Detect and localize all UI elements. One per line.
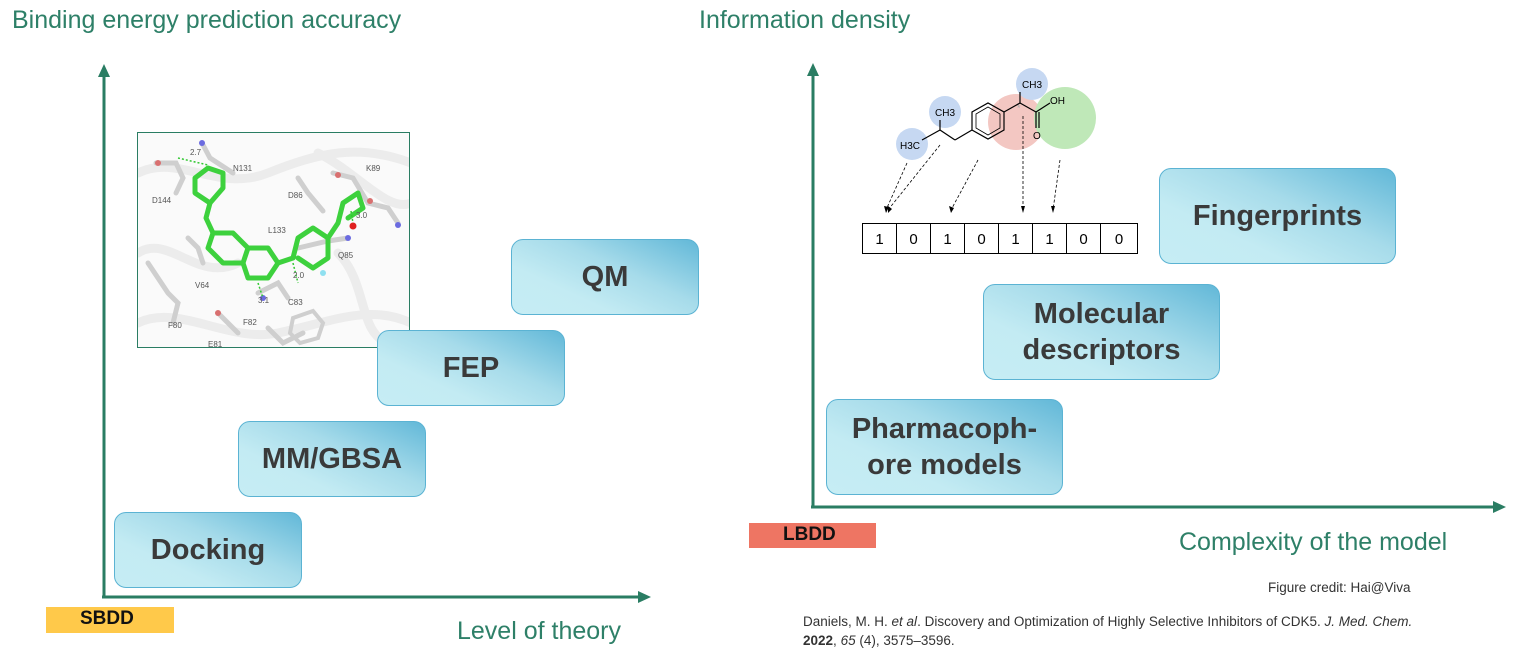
reference-year: 2022	[803, 633, 834, 648]
highlight-circle-methyl-3	[1016, 68, 1048, 100]
label-ch3-2: CH3	[1022, 80, 1042, 91]
method-box-pharmacophore-models: Pharmacoph- ore models	[826, 399, 1063, 495]
left-x-axis-title: Level of theory	[457, 617, 621, 645]
right-y-axis-title: Information density	[699, 6, 911, 34]
reference-issue-pages: (4), 3575–3596.	[855, 633, 955, 648]
svg-text:C83: C83	[288, 298, 303, 307]
reference-title: . Discovery and Optimization of Highly S…	[917, 614, 1325, 629]
label-o: O	[1033, 131, 1041, 142]
right-x-axis-title: Complexity of the model	[1179, 528, 1448, 556]
svg-text:D86: D86	[288, 191, 303, 200]
fingerprint-bit: 0	[1066, 224, 1100, 254]
svg-text:N131: N131	[233, 164, 253, 173]
right-x-axis-arrowhead	[1493, 501, 1506, 513]
fingerprint-bit: 0	[1100, 224, 1137, 254]
svg-text:D144: D144	[152, 196, 172, 205]
method-box-fingerprints: Fingerprints	[1159, 168, 1396, 264]
fingerprint-bit: 1	[930, 224, 964, 254]
svg-text:E81: E81	[208, 340, 223, 348]
method-box-mm-gbsa: MM/GBSA	[238, 421, 426, 497]
left-x-axis-arrowhead	[638, 591, 651, 603]
figure-credit: Figure credit: Hai@Viva	[1268, 580, 1411, 595]
method-box-molecular-descriptors: Molecular descriptors	[983, 284, 1220, 380]
highlight-circle-methyl-2	[929, 96, 961, 128]
label-h3c: H3C	[900, 141, 920, 152]
reference-etal: et al	[891, 614, 918, 629]
svg-text:2.0: 2.0	[293, 271, 305, 280]
reference-citation: Daniels, M. H. et al. Discovery and Opti…	[803, 614, 1413, 648]
fingerprint-bit: 0	[896, 224, 930, 254]
svg-text:Q85: Q85	[338, 251, 354, 260]
reference-volume: 65	[840, 633, 856, 648]
fingerprint-bit: 0	[964, 224, 998, 254]
left-axes	[98, 64, 651, 603]
fingerprint-bit-vector: 1 0 1 0 1 1 0 0	[862, 223, 1138, 254]
method-box-docking: Docking	[114, 512, 302, 588]
molecule-fingerprint-diagram: H3C CH3 CH3 OH O *	[884, 68, 1096, 213]
lbdd-tag: LBDD	[749, 523, 876, 548]
reference-authors: Daniels, M. H.	[803, 614, 892, 629]
left-y-axis-arrowhead	[98, 64, 110, 77]
svg-text:*: *	[1017, 103, 1021, 113]
svg-text:3.1: 3.1	[258, 296, 270, 305]
svg-text:V64: V64	[195, 281, 210, 290]
label-oh: OH	[1050, 96, 1065, 107]
label-ch3-1: CH3	[935, 108, 955, 119]
left-y-axis-title: Binding energy prediction accuracy	[12, 6, 402, 34]
highlight-circle-acid	[1034, 87, 1096, 149]
method-box-fep: FEP	[377, 330, 565, 406]
highlight-circle-methyl-1	[896, 128, 928, 160]
svg-text:L133: L133	[268, 226, 286, 235]
reference-journal: J. Med. Chem.	[1324, 614, 1413, 629]
right-axes	[807, 63, 1506, 513]
fingerprint-bit: 1	[1032, 224, 1066, 254]
svg-text:3.0: 3.0	[356, 211, 368, 220]
sbdd-tag: SBDD	[46, 607, 174, 633]
fingerprint-bit: 1	[998, 224, 1032, 254]
svg-text:F80: F80	[168, 321, 182, 330]
right-y-axis-arrowhead	[807, 63, 819, 76]
fingerprint-bit: 1	[862, 224, 896, 254]
svg-text:K89: K89	[366, 164, 381, 173]
method-box-qm: QM	[511, 239, 699, 315]
svg-text:2.7: 2.7	[190, 148, 202, 157]
svg-text:F82: F82	[243, 318, 257, 327]
